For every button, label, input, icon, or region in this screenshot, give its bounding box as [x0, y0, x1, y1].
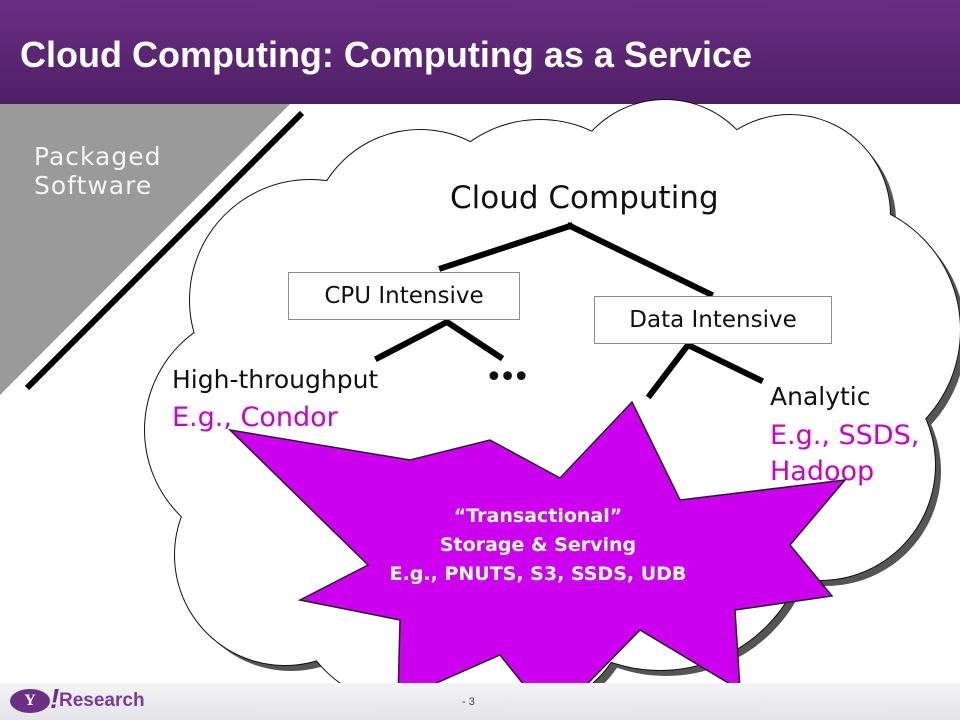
- tree-lines: [373, 221, 765, 400]
- cpu-intensive-box: CPU Intensive: [288, 272, 520, 320]
- title-bar: [0, 0, 960, 104]
- transactional-line2: Storage & Serving: [439, 534, 637, 556]
- analytic-example-line2: Hadoop: [770, 456, 875, 487]
- slide-title: Cloud Computing: Computing as a Service: [20, 34, 753, 75]
- high-throughput-example: E.g., Condor: [172, 402, 338, 433]
- packaged-software-label: Packaged Software: [34, 142, 162, 200]
- packaged-label-line1: Packaged: [34, 142, 162, 171]
- logo-exclamation: !: [50, 683, 60, 714]
- divider-line: [24, 110, 305, 391]
- footer-bar: [0, 683, 960, 720]
- packaged-label-line2: Software: [34, 171, 153, 200]
- transactional-text: “Transactional” Storage & Serving E.g., …: [388, 502, 688, 589]
- transactional-line3: E.g., PNUTS, S3, SSDS, UDB: [389, 563, 687, 585]
- analytic-example-line1: E.g., SSDS,: [770, 420, 920, 451]
- logo-oval: Y: [10, 689, 50, 713]
- transactional-line1: “Transactional”: [453, 505, 623, 527]
- cloud-computing-heading: Cloud Computing: [450, 180, 719, 216]
- footer-brand: Research: [59, 690, 145, 711]
- yahoo-logo: Y !: [10, 684, 59, 715]
- ellipsis-dots: •••: [485, 360, 530, 395]
- transactional-burst: [227, 400, 847, 720]
- analytic-label: Analytic: [770, 382, 871, 411]
- packaged-software-wedge: [0, 104, 290, 395]
- data-intensive-box: Data Intensive: [594, 296, 832, 344]
- page-number: - 3: [462, 696, 475, 708]
- high-throughput-label: High-throughput: [172, 365, 379, 394]
